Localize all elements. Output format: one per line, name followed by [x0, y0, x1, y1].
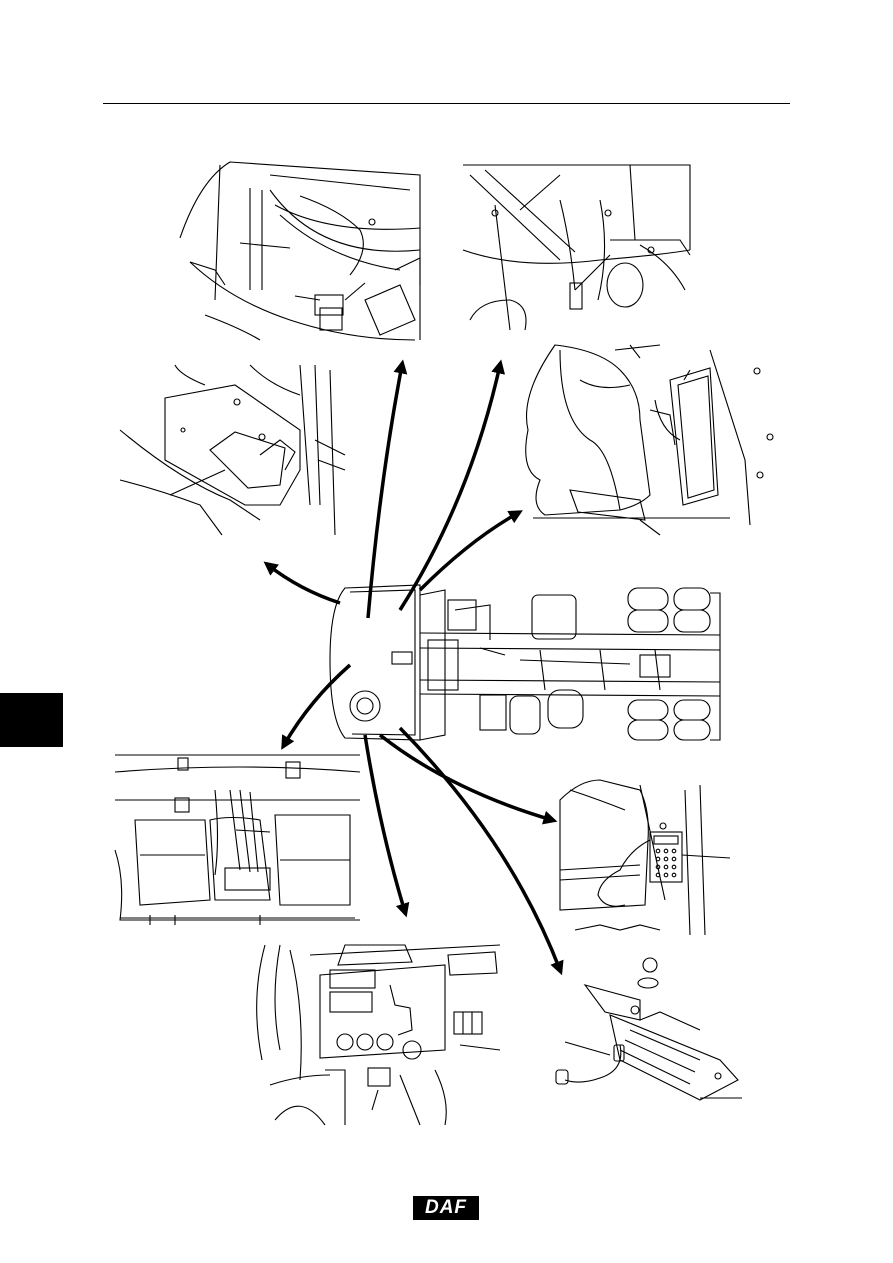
panel-bottom-right-pedal: [555, 957, 742, 1101]
handset-keypad: [655, 848, 677, 878]
arrow-to-left-ecu: [263, 561, 341, 605]
arrow-to-bottom-pedal: [398, 726, 564, 976]
panel-right-seat: [525, 344, 774, 536]
panel-top-right-wiring: [462, 164, 691, 331]
panel-right-handset: [559, 779, 731, 936]
panel-top-left-wiring: [179, 161, 421, 341]
callout-arrows: [263, 359, 564, 976]
header-rule: [103, 103, 790, 104]
daf-logo-text: DAF: [413, 1196, 479, 1220]
panel-bottom-dashboard: [256, 944, 501, 1126]
arrow-to-top-left: [366, 359, 408, 619]
daf-logo: DAF: [413, 1196, 479, 1220]
arrow-to-right-handset: [378, 733, 558, 825]
panel-left-ecu: [119, 364, 346, 536]
section-tab: [0, 693, 63, 747]
panel-left-heater: [114, 754, 361, 925]
arrow-to-left-heater: [281, 663, 352, 750]
arrow-to-right-seat: [418, 510, 523, 592]
arrow-to-bottom-dashboard: [363, 734, 410, 918]
truck-chassis-topview: [329, 584, 721, 741]
arrow-to-top-right: [398, 359, 506, 611]
